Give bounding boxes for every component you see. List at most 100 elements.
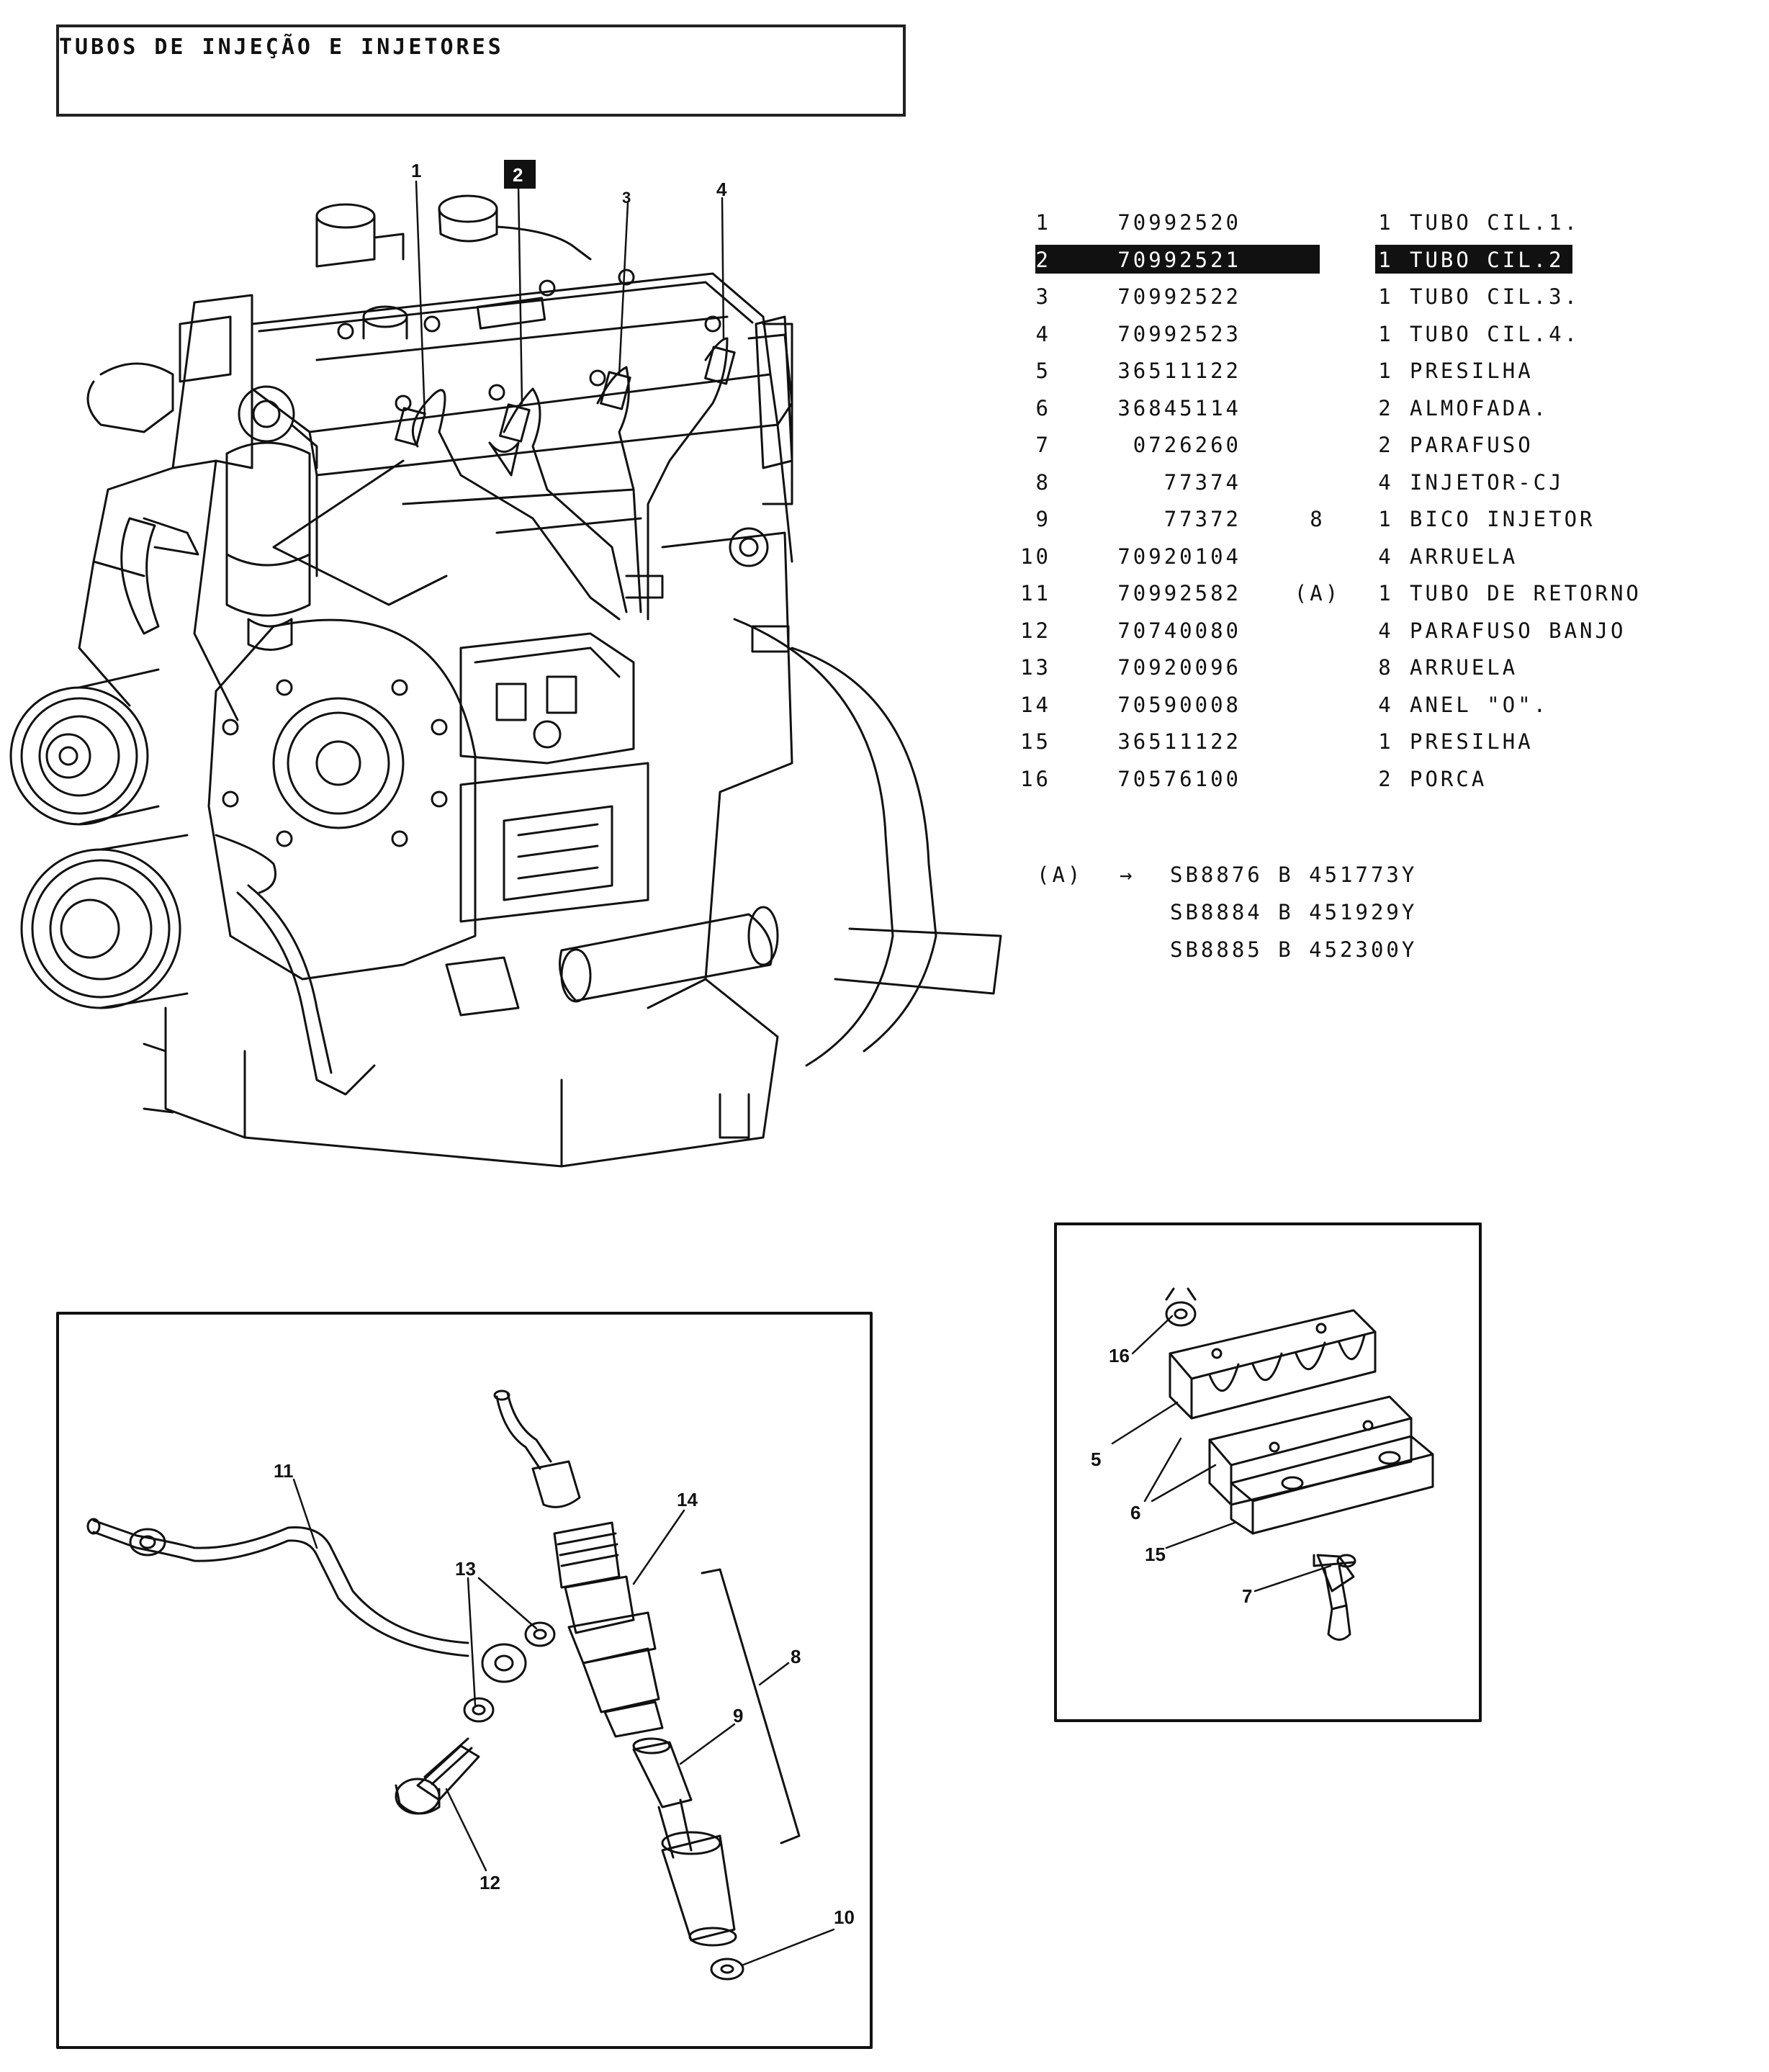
part-quantity: 4 xyxy=(1378,469,1394,495)
part-quantity: 1 xyxy=(1378,581,1394,605)
part-number: 70740080 xyxy=(1117,618,1241,643)
part-description: TUBO CIL.2 xyxy=(1410,247,1565,272)
part-number: 36511122 xyxy=(1117,729,1241,754)
part-item-number: 5 xyxy=(1035,359,1051,383)
parts-row: 15 36511122 1 PRESILHA xyxy=(1015,726,1663,755)
clip-detail-frame xyxy=(1054,1222,1482,1722)
part-item-number: 12 xyxy=(1020,618,1051,643)
callout-7: 7 xyxy=(1242,1585,1252,1607)
callout-16: 16 xyxy=(1109,1345,1130,1366)
part-quantity: 1 xyxy=(1378,321,1394,346)
callout-9: 9 xyxy=(733,1705,743,1726)
part-description: TUBO DE RETORNO xyxy=(1410,581,1642,605)
part-number: 70576100 xyxy=(1117,766,1241,791)
part-quantity: 8 xyxy=(1378,655,1394,680)
callout-11: 11 xyxy=(274,1460,294,1482)
part-item-number: 16 xyxy=(1020,766,1051,791)
note-line: SB8885 B 452300Y xyxy=(1170,937,1418,962)
injector-detail-frame xyxy=(56,1312,873,2049)
engine-drawing xyxy=(9,194,1002,1168)
part-quantity: 1 xyxy=(1378,507,1394,531)
part-number: 70992521 xyxy=(1117,247,1241,272)
callout-1: 1 xyxy=(411,160,421,181)
note-line: SB8884 B 451929Y xyxy=(1170,900,1418,924)
part-item-number: 4 xyxy=(1035,321,1051,346)
part-reference: 8 xyxy=(1310,507,1325,531)
part-quantity: 1 xyxy=(1378,359,1394,383)
part-item-number: 9 xyxy=(1035,507,1051,531)
row-highlight-bar xyxy=(1375,244,1572,274)
part-item-number: 1 xyxy=(1035,210,1051,235)
callout-12: 12 xyxy=(480,1872,500,1893)
note-row: SB8884 B 451929Y xyxy=(1037,900,1469,932)
part-description: PRESILHA xyxy=(1410,359,1534,383)
note-label: (A) xyxy=(1037,862,1084,887)
clip-detail-drawing xyxy=(1165,1287,1434,1641)
page-title: TUBOS DE INJEÇÃO E INJETORES xyxy=(59,35,504,60)
part-quantity: 4 xyxy=(1378,692,1394,717)
part-item-number: 14 xyxy=(1020,692,1051,717)
part-item-number: 7 xyxy=(1035,433,1051,457)
part-number: 70920096 xyxy=(1117,655,1241,680)
callout-6: 6 xyxy=(1130,1502,1140,1523)
note-line: SB8876 B 451773Y xyxy=(1170,862,1418,887)
parts-row: 3 70992522 1 TUBO CIL.3. xyxy=(1015,281,1663,310)
part-reference: (A) xyxy=(1294,581,1341,605)
part-number: 0726260 xyxy=(1133,433,1241,457)
part-quantity: 4 xyxy=(1378,544,1394,569)
injector-detail-drawing xyxy=(86,1389,801,1981)
callout-2-badge xyxy=(504,160,536,189)
parts-row: 2 70992521 1 TUBO CIL.2 xyxy=(1015,244,1663,274)
callout-8: 8 xyxy=(791,1646,801,1667)
part-item-number: 10 xyxy=(1020,544,1051,569)
part-description: TUBO CIL.3. xyxy=(1410,284,1580,309)
part-quantity: 1 xyxy=(1378,284,1394,309)
part-item-number: 11 xyxy=(1020,581,1051,605)
part-description: BICO INJETOR xyxy=(1410,507,1595,531)
part-description: INJETOR-CJ xyxy=(1410,469,1565,495)
part-description: ALMOFADA. xyxy=(1410,395,1549,420)
callout-13: 13 xyxy=(455,1558,476,1580)
callout-3: 3 xyxy=(622,189,631,207)
part-quantity: 2 xyxy=(1378,433,1394,457)
part-description: PRESILHA xyxy=(1410,729,1534,754)
part-description: PARAFUSO xyxy=(1410,433,1534,457)
part-number: 36511122 xyxy=(1117,359,1241,383)
part-number: 36845114 xyxy=(1117,395,1241,420)
part-number: 70992522 xyxy=(1117,284,1241,309)
part-quantity: 1 xyxy=(1378,729,1394,754)
callout-14: 14 xyxy=(677,1489,698,1510)
parts-row: 6 36845114 2 ALMOFADA. xyxy=(1015,393,1663,422)
clip-leader-lines xyxy=(1111,1315,1332,1593)
part-item-number: 15 xyxy=(1020,729,1051,754)
part-number: 70992582 xyxy=(1117,581,1241,605)
callout-2: 2 xyxy=(513,164,523,186)
callout-5: 5 xyxy=(1091,1449,1101,1470)
part-quantity: 1 xyxy=(1378,247,1394,272)
callout-15: 15 xyxy=(1145,1544,1166,1565)
row-highlight-bar xyxy=(1035,244,1320,274)
part-number: 70920104 xyxy=(1117,544,1241,569)
part-quantity: 2 xyxy=(1378,395,1394,420)
part-item-number: 6 xyxy=(1035,395,1051,420)
part-number: 77374 xyxy=(1163,469,1241,495)
part-description: ANEL "O". xyxy=(1410,692,1549,717)
part-description: ARRUELA xyxy=(1410,544,1518,569)
part-item-number: 2 xyxy=(1035,247,1051,272)
parts-row: 14 70590008 4 ANEL "O". xyxy=(1015,690,1663,719)
parts-row: 9 77372 8 1 BICO INJETOR xyxy=(1015,504,1663,533)
parts-row: 7 0726260 2 PARAFUSO xyxy=(1015,430,1663,459)
title-frame xyxy=(56,24,906,117)
part-number: 70992520 xyxy=(1117,210,1241,235)
part-number: 70992523 xyxy=(1117,321,1241,346)
part-number: 70590008 xyxy=(1117,692,1241,717)
note-row: (A) → SB8876 B 451773Y xyxy=(1037,862,1469,894)
part-item-number: 3 xyxy=(1035,284,1051,309)
part-number: 77372 xyxy=(1163,507,1241,531)
